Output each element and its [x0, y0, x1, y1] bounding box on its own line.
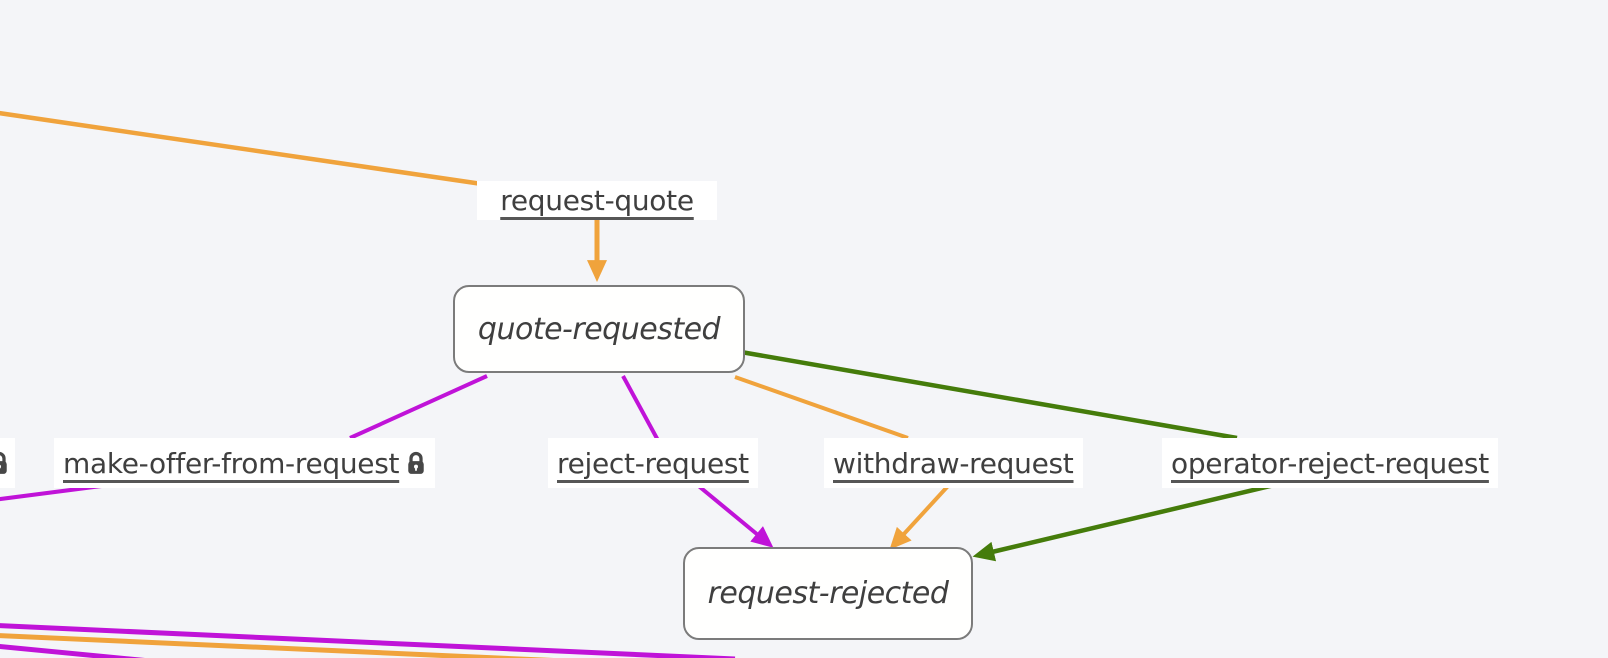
edge-withdraw-request-to-request-rejected: [889, 484, 950, 550]
edge-quote-requested-to-make-offer: [349, 374, 488, 440]
transition-link: operator-reject-request: [1171, 446, 1489, 480]
lock-icon: [0, 451, 7, 474]
lock-icon: [408, 451, 424, 474]
state-node-quote-requested: quote-requested: [453, 285, 745, 373]
edge-quote-requested-to-reject-request: [621, 375, 662, 445]
edge-operator-reject-to-request-rejected: [972, 480, 1284, 562]
edge-offscreen-bottom-orange: [0, 633, 554, 658]
transition-link: withdraw-request: [833, 446, 1074, 480]
edge-offscreen-to-request-quote: [0, 110, 483, 187]
transition-label-withdraw-request[interactable]: withdraw-request: [824, 438, 1083, 488]
truncated-transition-label[interactable]: [0, 438, 15, 488]
edge-quote-requested-to-operator-reject: [740, 349, 1238, 441]
transition-link: request-quote: [500, 184, 694, 217]
transition-link: make-offer-from-request: [63, 446, 400, 480]
edge-offscreen-bottom-magenta-1: [0, 623, 736, 658]
transition-label-operator-reject-request[interactable]: operator-reject-request: [1162, 438, 1498, 488]
state-node-request-rejected: request-rejected: [683, 547, 973, 640]
state-label: request-rejected: [707, 576, 949, 611]
transition-link: reject-request: [557, 446, 749, 480]
transition-label-make-offer-from-request[interactable]: make-offer-from-request: [54, 438, 436, 488]
state-label: quote-requested: [477, 311, 721, 347]
edge-quote-requested-to-withdraw-request: [734, 375, 909, 440]
transition-label-request-quote[interactable]: request-quote: [477, 181, 717, 220]
edge-offscreen-bottom-magenta-2: [0, 643, 145, 658]
transition-label-reject-request[interactable]: reject-request: [548, 438, 758, 488]
edge-reject-request-to-request-rejected: [693, 481, 774, 548]
